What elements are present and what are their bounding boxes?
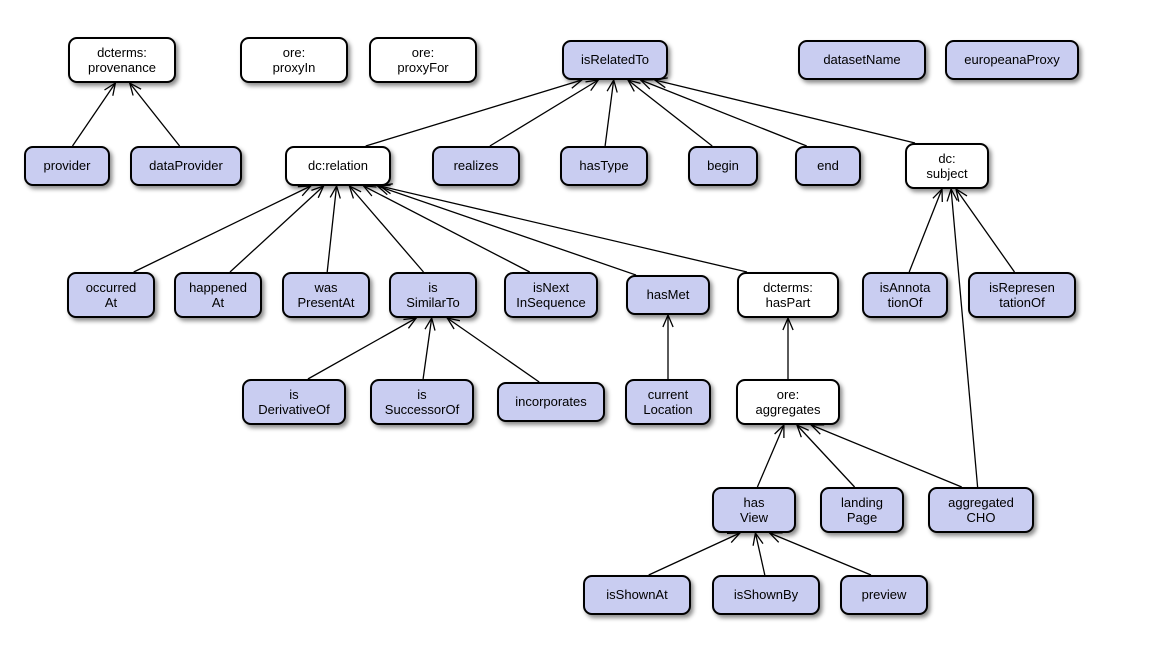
edge-provider-to-dcterms-provenance bbox=[71, 82, 116, 147]
arrowhead-icon bbox=[606, 78, 618, 93]
edge-realizes-to-isRelatedTo bbox=[489, 79, 599, 147]
node-isRelatedTo: isRelatedTo bbox=[562, 40, 668, 80]
arrowhead-icon bbox=[782, 316, 794, 331]
node-hasView: has View bbox=[712, 487, 796, 533]
edge-aggregatedCHO-to-dc-subject bbox=[950, 188, 979, 488]
node-datasetName: datasetName bbox=[798, 40, 926, 80]
edge-dataProvider-to-dcterms-provenance bbox=[129, 82, 181, 147]
edge-landingPage-to-ore-aggregates bbox=[796, 424, 856, 488]
node-dc-subject: dc: subject bbox=[905, 143, 989, 189]
edge-end-to-isRelatedTo bbox=[640, 79, 807, 147]
arrowhead-icon bbox=[378, 183, 393, 195]
node-begin: begin bbox=[688, 146, 758, 186]
node-hasType: hasType bbox=[560, 146, 648, 186]
node-dataProvider: dataProvider bbox=[130, 146, 242, 186]
arrowhead-icon bbox=[585, 79, 600, 91]
edge-begin-to-isRelatedTo bbox=[627, 79, 713, 147]
node-europeanaProxy: europeanaProxy bbox=[945, 40, 1079, 80]
node-isShownBy: isShownBy bbox=[712, 575, 820, 615]
arrowhead-icon bbox=[348, 184, 362, 199]
arrowhead-icon bbox=[424, 316, 436, 331]
node-currentLocation: current Location bbox=[625, 379, 711, 425]
arrowhead-icon bbox=[662, 313, 674, 328]
edge-incorporates-to-isSimilarTo bbox=[446, 317, 540, 383]
arrowhead-icon bbox=[955, 187, 968, 202]
edge-preview-to-hasView bbox=[769, 532, 872, 576]
node-hasMet: hasMet bbox=[626, 275, 710, 315]
arrowhead-icon bbox=[726, 532, 742, 544]
node-preview: preview bbox=[840, 575, 928, 615]
node-wasPresentAt: was PresentAt bbox=[282, 272, 370, 318]
node-isShownAt: isShownAt bbox=[583, 575, 691, 615]
edge-isShownBy-to-hasView bbox=[754, 532, 766, 576]
arrowhead-icon bbox=[311, 184, 325, 199]
edge-isShownAt-to-hasView bbox=[648, 532, 741, 576]
edge-dcterms-hasPart-to-dc-relation bbox=[379, 185, 748, 273]
node-dcterms-provenance: dcterms: provenance bbox=[68, 37, 176, 83]
node-aggregatedCHO: aggregated CHO bbox=[928, 487, 1034, 533]
arrowhead-icon bbox=[297, 185, 313, 197]
node-occurredAt: occurred At bbox=[67, 272, 155, 318]
node-landingPage: landing Page bbox=[820, 487, 904, 533]
edge-isAnnotationOf-to-dc-subject bbox=[908, 188, 943, 273]
edge-isSimilarTo-to-dc-relation bbox=[348, 185, 424, 273]
edge-occurredAt-to-dc-relation bbox=[133, 185, 312, 273]
edge-hasView-to-ore-aggregates bbox=[756, 424, 785, 488]
edge-hasMet-to-dc-relation bbox=[377, 185, 637, 276]
edge-isRepresentationOf-to-dc-subject bbox=[955, 188, 1016, 273]
arrowhead-icon bbox=[445, 317, 461, 330]
arrowhead-icon bbox=[752, 531, 764, 546]
edge-isSuccessorOf-to-isSimilarTo bbox=[422, 317, 433, 380]
edge-aggregatedCHO-to-ore-aggregates bbox=[810, 424, 962, 488]
node-end: end bbox=[795, 146, 861, 186]
arrowhead-icon bbox=[774, 423, 785, 438]
arrowhead-icon bbox=[946, 187, 958, 202]
node-dcterms-hasPart: dcterms: hasPart bbox=[737, 272, 839, 318]
edge-happenedAt-to-dc-relation bbox=[229, 185, 325, 273]
node-provider: provider bbox=[24, 146, 110, 186]
node-ore-proxyIn: ore: proxyIn bbox=[240, 37, 348, 83]
edge-isNextInSequence-to-dc-relation bbox=[363, 185, 530, 273]
arrowhead-icon bbox=[362, 185, 377, 197]
arrowhead-icon bbox=[104, 81, 117, 96]
edge-isDerivativeOf-to-isSimilarTo bbox=[307, 317, 417, 380]
arrowhead-icon bbox=[932, 187, 943, 203]
node-incorporates: incorporates bbox=[497, 382, 605, 422]
arrowhead-icon bbox=[329, 184, 341, 199]
arrowhead-icon bbox=[128, 81, 142, 96]
arrowhead-icon bbox=[795, 423, 809, 438]
arrowhead-icon bbox=[626, 78, 641, 92]
arrowhead-icon bbox=[403, 317, 418, 329]
node-isSuccessorOf: is SuccessorOf bbox=[370, 379, 474, 425]
node-isDerivativeOf: is DerivativeOf bbox=[242, 379, 346, 425]
node-isNextInSequence: isNext InSequence bbox=[504, 272, 598, 318]
edge-dc-subject-to-isRelatedTo bbox=[654, 79, 916, 144]
edge-hasType-to-isRelatedTo bbox=[604, 79, 615, 147]
node-isRepresentationOf: isRepresen tationOf bbox=[968, 272, 1076, 318]
node-dc-relation: dc:relation bbox=[285, 146, 391, 186]
node-ore-aggregates: ore: aggregates bbox=[736, 379, 840, 425]
node-realizes: realizes bbox=[432, 146, 520, 186]
node-isSimilarTo: is SimilarTo bbox=[389, 272, 477, 318]
node-isAnnotationOf: isAnnota tionOf bbox=[862, 272, 948, 318]
node-happenedAt: happened At bbox=[174, 272, 262, 318]
edge-dc-relation-to-isRelatedTo bbox=[365, 79, 582, 147]
node-ore-proxyFor: ore: proxyFor bbox=[369, 37, 477, 83]
edge-wasPresentAt-to-dc-relation bbox=[326, 185, 338, 273]
